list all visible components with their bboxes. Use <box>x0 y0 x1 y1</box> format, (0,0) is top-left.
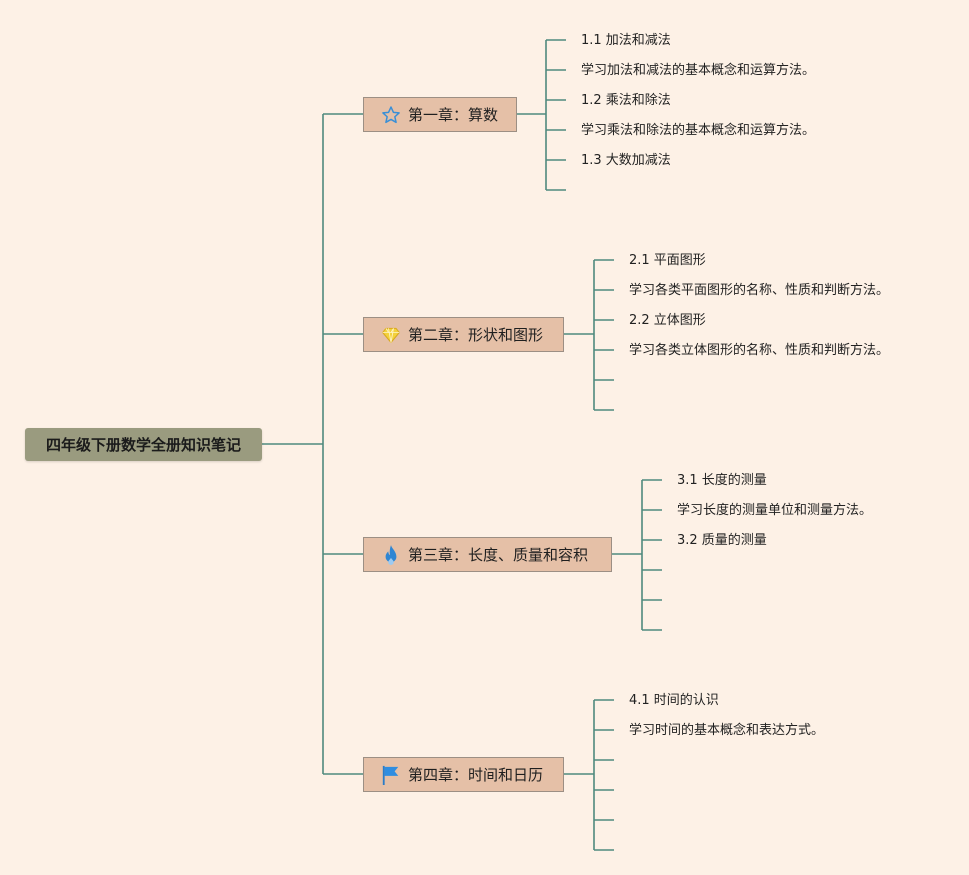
chapter-1-topic[interactable]: 第一章：算数 <box>363 97 517 132</box>
chapter-4-label: 第四章：时间和日历 <box>408 766 544 784</box>
leaf-1-4[interactable]: 学习乘法和除法的基本概念和运算方法。 <box>581 123 816 138</box>
chapter-1-label: 第一章：算数 <box>408 106 499 124</box>
flag-icon <box>380 764 402 786</box>
leaf-4-2[interactable]: 学习时间的基本概念和表达方式。 <box>629 723 825 738</box>
chapter-3-topic[interactable]: 第三章：长度、质量和容积 <box>363 537 612 572</box>
star-icon <box>380 104 402 126</box>
chapter-2-label: 第二章：形状和图形 <box>408 326 544 344</box>
chapter-4-topic[interactable]: 第四章：时间和日历 <box>363 757 564 792</box>
leaf-3-2[interactable]: 学习长度的测量单位和测量方法。 <box>677 503 873 518</box>
leaf-3-1[interactable]: 3.1 长度的测量 <box>677 473 767 488</box>
leaf-3-3[interactable]: 3.2 质量的测量 <box>677 533 767 548</box>
leaf-2-2[interactable]: 学习各类平面图形的名称、性质和判断方法。 <box>629 283 890 298</box>
root-topic[interactable]: 四年级下册数学全册知识笔记 <box>25 428 262 461</box>
leaf-2-1[interactable]: 2.1 平面图形 <box>629 253 706 268</box>
chapter-2-topic[interactable]: 第二章：形状和图形 <box>363 317 564 352</box>
leaf-1-1[interactable]: 1.1 加法和减法 <box>581 33 671 48</box>
chapter-3-label: 第三章：长度、质量和容积 <box>408 546 589 564</box>
leaf-1-3[interactable]: 1.2 乘法和除法 <box>581 93 671 108</box>
leaf-1-2[interactable]: 学习加法和减法的基本概念和运算方法。 <box>581 63 816 78</box>
leaf-2-3[interactable]: 2.2 立体图形 <box>629 313 706 328</box>
fire-icon <box>380 544 402 566</box>
diamond-icon <box>380 324 402 346</box>
leaf-2-4[interactable]: 学习各类立体图形的名称、性质和判断方法。 <box>629 343 890 358</box>
leaf-1-5[interactable]: 1.3 大数加减法 <box>581 153 671 168</box>
leaf-4-1[interactable]: 4.1 时间的认识 <box>629 693 719 708</box>
